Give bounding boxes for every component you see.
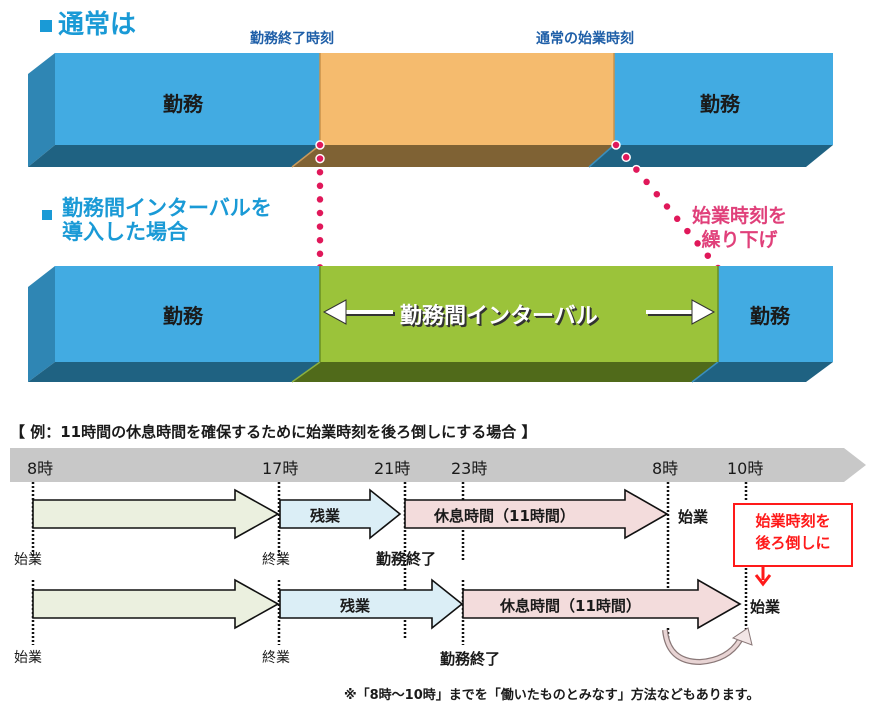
- square-bullet-icon: [42, 210, 52, 220]
- label-work-end-time: 勤務終了時刻: [250, 31, 334, 47]
- bar-interval-interval-label: 勤務間インターバル: [400, 304, 598, 329]
- bar-normal-work1: [55, 53, 320, 145]
- tick-8h: 8時: [27, 459, 54, 478]
- row2-overtime-label: 残業: [340, 597, 371, 615]
- bar-normal-bottom-rest: [292, 145, 614, 167]
- bar-interval: [28, 266, 833, 383]
- heading-interval: 勤務間インターバルを 導入した場合: [40, 196, 272, 244]
- bar-normal-work2-label: 勤務: [700, 92, 740, 116]
- connector-dot: [315, 140, 325, 150]
- connector-dot: [692, 238, 703, 249]
- row1-overtime-label: 残業: [310, 507, 341, 525]
- bar-interval-work1-label: 勤務: [163, 304, 203, 328]
- row1-work-arrow: [32, 488, 280, 540]
- row2-work-end-label: 勤務終了: [440, 650, 501, 668]
- heading-interval-line2: 導入した場合: [62, 220, 188, 244]
- row2-next-start-label: 始業: [750, 598, 781, 616]
- callout-start-shift: 始業時刻を 後ろ倒しに: [733, 503, 853, 567]
- bar-interval-bottom-interval: [292, 362, 718, 382]
- callout-line1: 始業時刻を: [755, 512, 831, 530]
- interval-double-arrow-icon: [322, 299, 716, 325]
- connector-dot: [315, 181, 325, 191]
- connector-dot: [652, 189, 662, 199]
- tick-23h: 23時: [451, 459, 488, 478]
- label-start-shift: 始業時刻を 繰り下げ: [692, 204, 787, 252]
- connector-dot: [672, 214, 682, 224]
- label-normal-start-time: 通常の始業時刻: [536, 31, 634, 47]
- connector-dot: [315, 249, 325, 259]
- bar-normal-left-face: [28, 53, 55, 167]
- bar-interval-left-face: [28, 266, 55, 382]
- bar-normal: [28, 53, 833, 168]
- row1-end-label: 終業: [262, 552, 290, 568]
- bar-normal-work2: [614, 53, 833, 145]
- row2-rest-label: 休息時間（11時間）: [500, 597, 641, 615]
- tick-8h-next: 8時: [652, 459, 679, 478]
- row1-rest-label: 休息時間（11時間）: [434, 507, 575, 525]
- connector-dot: [315, 235, 325, 245]
- heading-normal-text: 通常は: [58, 10, 137, 40]
- row2-start-label: 始業: [14, 650, 42, 666]
- example-timeline: [10, 448, 866, 666]
- bar-normal-rest: [320, 53, 614, 145]
- label-start-shift-line1: 始業時刻を: [692, 205, 788, 227]
- tick-10h: 10時: [727, 459, 764, 478]
- connector-dot: [631, 164, 642, 175]
- footnote: ※「8時～10時」までを「働いたものとみなす」方法などもあります。: [344, 688, 760, 703]
- row1-overtime-arrow: [279, 488, 402, 540]
- row2-end-label: 終業: [262, 650, 290, 666]
- row1-next-start-label: 始業: [678, 508, 709, 526]
- bar-interval-bottom-work1: [28, 362, 320, 382]
- heading-interval-line1: 勤務間インターバルを: [62, 196, 272, 220]
- bar-interval-work1: [55, 266, 320, 362]
- connector-dot: [315, 153, 325, 164]
- example-title: 【 例：11時間の休息時間を確保するために始業時刻を後ろ倒しにする場合 】: [10, 423, 537, 441]
- connector-dot: [315, 208, 325, 218]
- dotted-line-work-end: [315, 140, 325, 273]
- timeline-band: [10, 448, 866, 482]
- heading-normal: 通常は: [40, 4, 136, 41]
- connector-dot: [315, 221, 325, 232]
- row1-work-end-label: 勤務終了: [376, 550, 437, 568]
- connector-dot: [703, 250, 713, 261]
- connector-dot: [315, 167, 325, 177]
- row1-start-label: 始業: [14, 552, 42, 568]
- connector-dot: [682, 226, 693, 236]
- bar-normal-bottom-work2: [589, 145, 833, 167]
- label-start-shift-line2: 繰り下げ: [701, 229, 778, 251]
- bar-interval-work2: [718, 266, 833, 362]
- connector-dot: [611, 140, 621, 150]
- bar-interval-bottom-work2: [692, 362, 833, 382]
- callout-down-arrow-icon: [754, 565, 772, 587]
- connector-dot: [621, 152, 631, 163]
- callout-line2: 後ろ倒しに: [755, 534, 831, 552]
- square-bullet-icon: [40, 19, 52, 32]
- tick-17h: 17時: [262, 459, 299, 478]
- row2-overtime-arrow: [279, 578, 464, 630]
- bar-normal-work1-label: 勤務: [163, 92, 203, 116]
- connector-dot: [641, 177, 652, 187]
- bar-interval-work2-label: 勤務: [750, 304, 790, 328]
- tick-21h: 21時: [374, 459, 411, 478]
- row2-work-arrow: [32, 578, 280, 630]
- row1-rest-arrow: [404, 488, 669, 540]
- connector-dot: [315, 194, 325, 205]
- row2-rest-arrow: [462, 578, 742, 630]
- bar-normal-bottom-work1: [28, 145, 320, 167]
- connector-dot: [662, 201, 672, 212]
- curved-shift-arrow-icon: [662, 627, 753, 666]
